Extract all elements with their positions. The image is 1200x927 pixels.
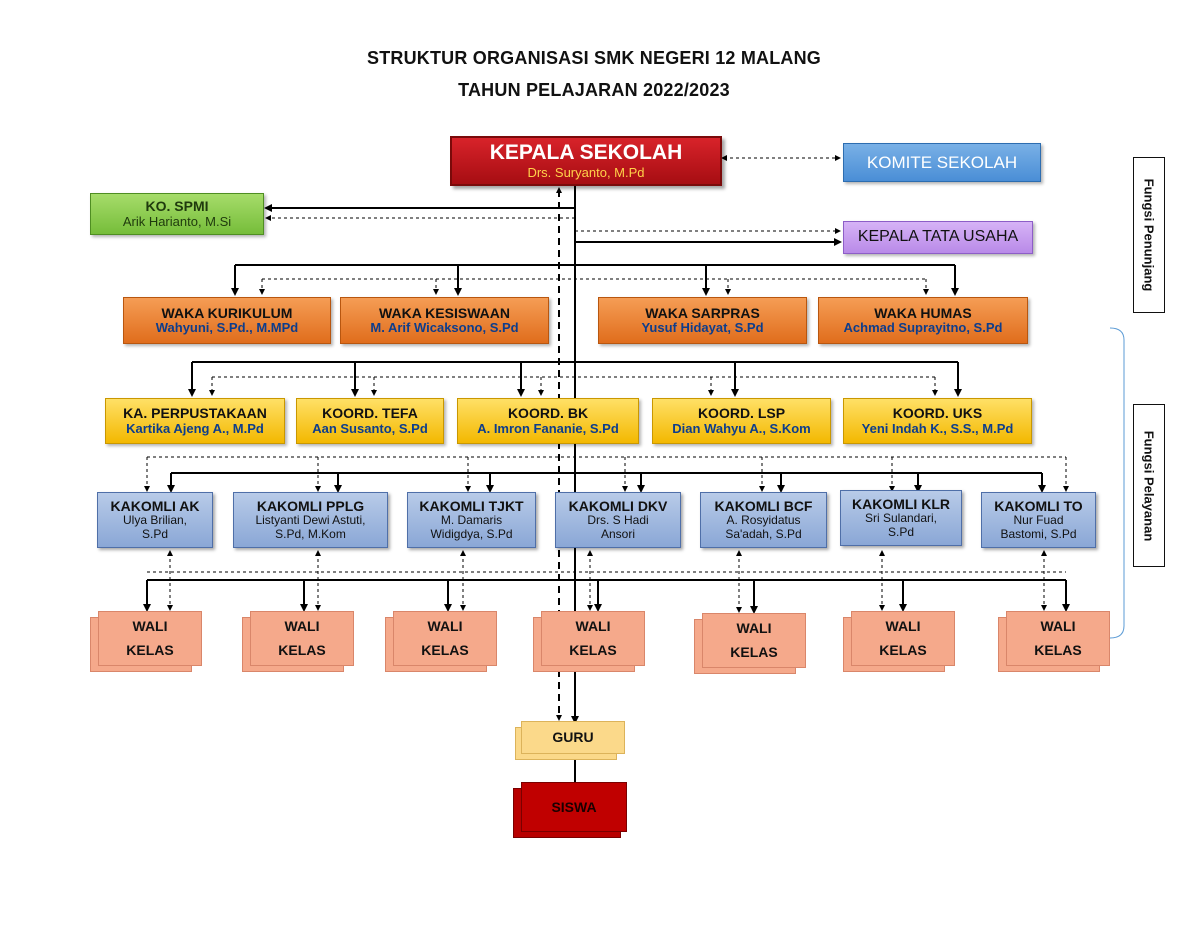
fungsi-penunjang-label-box: Fungsi Penunjang [1133, 157, 1165, 313]
wali-label-line1: WALI [736, 619, 772, 636]
chart-title-line1: STRUKTUR ORGANISASI SMK NEGERI 12 MALANG [366, 48, 822, 68]
kakomli-title: KAKOMLI KLR [852, 496, 950, 512]
wali-label-line1: WALI [575, 617, 611, 634]
komite-sekolah-box[interactable]: KOMITE SEKOLAH [843, 143, 1041, 182]
koord-name: Kartika Ajeng A., M.Pd [126, 420, 264, 436]
kakomli-name-line1: A. Rosyidatus [726, 513, 801, 528]
wali-kelas-dkv-box[interactable]: WALI KELAS [541, 611, 645, 666]
waka-title: WAKA SARPRAS [645, 304, 760, 321]
kepala-sekolah-title: KEPALA SEKOLAH [489, 141, 683, 165]
waka-title: WAKA HUMAS [874, 304, 972, 321]
kakomli-title: KAKOMLI PPLG [256, 498, 365, 514]
koord-title: KOORD. UKS [892, 405, 983, 422]
kakomli-name-line2: S.Pd [141, 526, 168, 541]
waka-title: WAKA KESISWAAN [379, 304, 510, 321]
waka-humas-box[interactable]: WAKA HUMAS Achmad Suprayitno, S.Pd [818, 297, 1028, 344]
kepala-tata-usaha-title: KEPALA TATA USAHA [857, 228, 1019, 246]
wali-label-line1: WALI [427, 617, 463, 634]
kepala-sekolah-box[interactable]: KEPALA SEKOLAH Drs. Suryanto, M.Pd [450, 136, 722, 186]
kakomli-name-line2: S.Pd [887, 524, 914, 539]
koord-name: Dian Wahyu A., S.Kom [672, 420, 811, 436]
kakomli-bcf-box[interactable]: KAKOMLI BCF A. Rosyidatus Sa'adah, S.Pd [700, 492, 827, 548]
waka-kesiswaan-box[interactable]: WAKA KESISWAAN M. Arif Wicaksono, S.Pd [340, 297, 549, 344]
wali-label-line2: KELAS [1034, 641, 1082, 658]
ko-spmi-box[interactable]: KO. SPMI Arik Harianto, M.Si [90, 193, 264, 235]
fungsi-penunjang-label: Fungsi Penunjang [1141, 178, 1157, 292]
kakomli-ak-box[interactable]: KAKOMLI AK Ulya Brilian, S.Pd [97, 492, 213, 548]
wali-label-line2: KELAS [730, 643, 778, 660]
wali-label-line1: WALI [284, 617, 320, 634]
kakomli-name-line1: Drs. S Hadi [587, 513, 649, 528]
wali-kelas-to-box[interactable]: WALI KELAS [1006, 611, 1110, 666]
koord-uks-box[interactable]: KOORD. UKS Yeni Indah K., S.S., M.Pd [843, 398, 1032, 444]
kakomli-name-line2: Bastomi, S.Pd [1000, 526, 1077, 541]
kakomli-name-line2: S.Pd, M.Kom [275, 526, 346, 541]
kakomli-name-line1: Nur Fuad [1013, 513, 1064, 528]
kepala-sekolah-name: Drs. Suryanto, M.Pd [527, 164, 645, 180]
kakomli-name-line2: Widigdya, S.Pd [430, 526, 513, 541]
kakomli-dkv-box[interactable]: KAKOMLI DKV Drs. S Hadi Ansori [555, 492, 681, 548]
siswa-box[interactable]: SISWA [521, 782, 627, 832]
kakomli-name-line2: Ansori [600, 526, 635, 541]
kakomli-name-line1: Ulya Brilian, [122, 513, 188, 528]
kakomli-tjkt-box[interactable]: KAKOMLI TJKT M. Damaris Widigdya, S.Pd [407, 492, 536, 548]
wali-label-line2: KELAS [879, 641, 927, 658]
waka-name: Achmad Suprayitno, S.Pd [843, 320, 1003, 336]
koord-title: KOORD. BK [507, 405, 589, 422]
wali-kelas-ak-box[interactable]: WALI KELAS [98, 611, 202, 666]
guru-label: GURU [552, 729, 594, 746]
kakomli-klr-box[interactable]: KAKOMLI KLR Sri Sulandari, S.Pd [840, 490, 962, 546]
kakomli-name-line1: Listyanti Dewi Astuti, [255, 513, 366, 528]
koord-title: KOORD. TEFA [322, 405, 418, 422]
waka-sarpras-box[interactable]: WAKA SARPRAS Yusuf Hidayat, S.Pd [598, 297, 807, 344]
fungsi-pelayanan-label-box: Fungsi Pelayanan [1133, 404, 1165, 567]
waka-name: Yusuf Hidayat, S.Pd [641, 320, 764, 336]
koord-name: Aan Susanto, S.Pd [312, 420, 428, 436]
waka-name: Wahyuni, S.Pd., M.MPd [155, 320, 299, 336]
siswa-label: SISWA [551, 798, 597, 815]
kakomli-name-line1: M. Damaris [440, 513, 503, 528]
kakomli-title: KAKOMLI TJKT [419, 498, 524, 514]
kakomli-name-line1: Sri Sulandari, [864, 511, 938, 526]
wali-label-line1: WALI [1040, 617, 1076, 634]
wali-label-line2: KELAS [569, 641, 617, 658]
kakomli-title: KAKOMLI DKV [568, 498, 668, 514]
kakomli-title: KAKOMLI BCF [714, 498, 813, 514]
wali-label-line2: KELAS [278, 641, 326, 658]
ko-spmi-name: Arik Harianto, M.Si [122, 213, 232, 229]
kakomli-name-line2: Sa'adah, S.Pd [725, 526, 802, 541]
koord-lsp-box[interactable]: KOORD. LSP Dian Wahyu A., S.Kom [652, 398, 831, 444]
wali-label-line1: WALI [885, 617, 921, 634]
koord-title: KA. PERPUSTAKAAN [123, 405, 267, 422]
wali-kelas-bcf-box[interactable]: WALI KELAS [702, 613, 806, 668]
waka-name: M. Arif Wicaksono, S.Pd [370, 320, 519, 336]
kakomli-to-box[interactable]: KAKOMLI TO Nur Fuad Bastomi, S.Pd [981, 492, 1096, 548]
koord-name: Yeni Indah K., S.S., M.Pd [861, 420, 1014, 436]
fungsi-pelayanan-label: Fungsi Pelayanan [1141, 430, 1157, 541]
kakomli-pplg-box[interactable]: KAKOMLI PPLG Listyanti Dewi Astuti, S.Pd… [233, 492, 388, 548]
wali-label-line2: KELAS [421, 641, 469, 658]
ko-spmi-title: KO. SPMI [145, 198, 209, 215]
wali-kelas-klr-box[interactable]: WALI KELAS [851, 611, 955, 666]
wali-label-line1: WALI [132, 617, 168, 634]
wali-kelas-pplg-box[interactable]: WALI KELAS [250, 611, 354, 666]
wali-label-line2: KELAS [126, 641, 174, 658]
koord-tefa-box[interactable]: KOORD. TEFA Aan Susanto, S.Pd [296, 398, 444, 444]
kakomli-title: KAKOMLI AK [110, 498, 200, 514]
chart-title-line2: TAHUN PELAJARAN 2022/2023 [458, 80, 730, 100]
waka-kurikulum-box[interactable]: WAKA KURIKULUM Wahyuni, S.Pd., M.MPd [123, 297, 331, 344]
ka-perpustakaan-box[interactable]: KA. PERPUSTAKAAN Kartika Ajeng A., M.Pd [105, 398, 285, 444]
kepala-tata-usaha-box[interactable]: KEPALA TATA USAHA [843, 221, 1033, 254]
koord-name: A. Imron Fananie, S.Pd [477, 420, 619, 436]
waka-title: WAKA KURIKULUM [161, 304, 293, 321]
guru-box[interactable]: GURU [521, 721, 625, 754]
kakomli-title: KAKOMLI TO [994, 498, 1083, 514]
koord-bk-box[interactable]: KOORD. BK A. Imron Fananie, S.Pd [457, 398, 639, 444]
koord-title: KOORD. LSP [697, 405, 786, 422]
wali-kelas-tjkt-box[interactable]: WALI KELAS [393, 611, 497, 666]
komite-sekolah-title: KOMITE SEKOLAH [866, 152, 1018, 172]
